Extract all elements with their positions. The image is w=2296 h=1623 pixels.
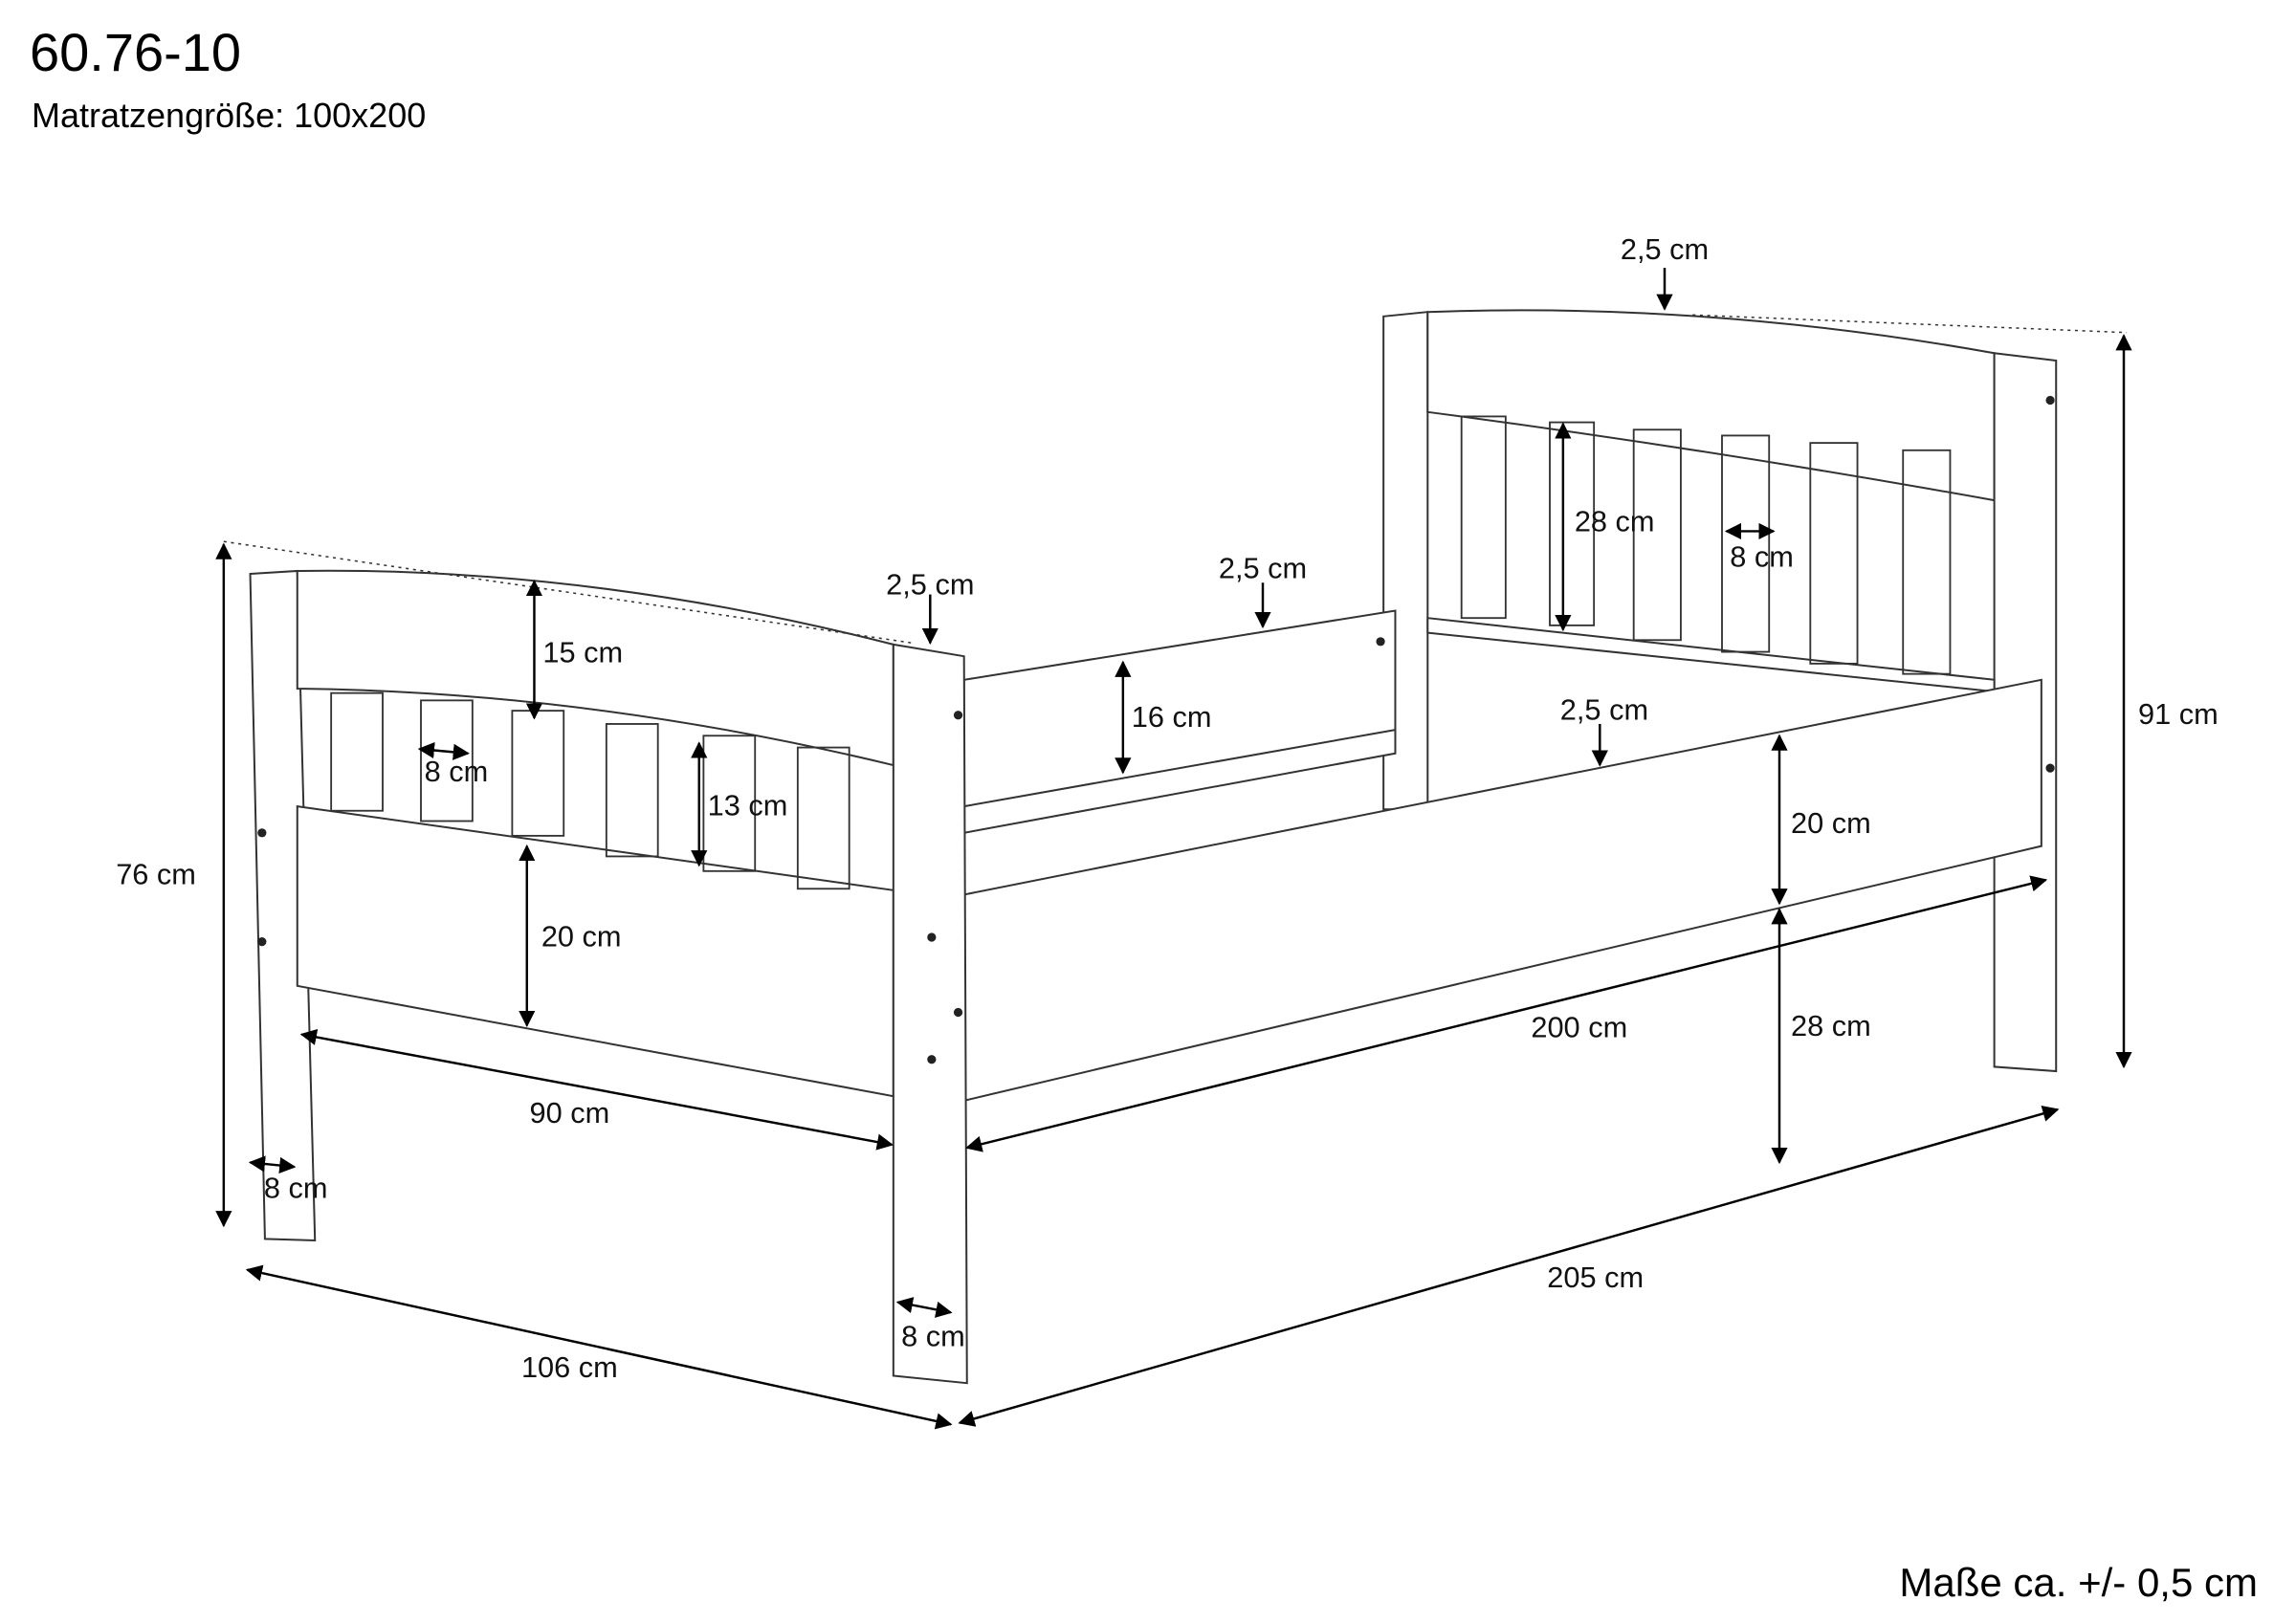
dimension-labels: 2,5 cm 2,5 cm 2,5 cm 2,5 cm 15 cm 8 cm 1… xyxy=(116,232,2219,1384)
label-post-thickness: 2,5 cm xyxy=(886,568,974,602)
label-inner-width: 90 cm xyxy=(530,1096,610,1130)
label-footboard-slat-height: 13 cm xyxy=(708,788,788,822)
label-back-rail-thickness: 2,5 cm xyxy=(1219,552,1307,585)
label-outer-width: 106 cm xyxy=(521,1350,618,1384)
tolerance-note: Maße ca. +/- 0,5 cm xyxy=(1899,1560,2258,1605)
dimension-lines xyxy=(215,268,2132,1430)
label-headboard-thickness: 2,5 cm xyxy=(1621,232,1709,266)
label-inner-length: 200 cm xyxy=(1531,1011,1627,1044)
label-front-rail-thickness: 2,5 cm xyxy=(1560,692,1648,726)
label-headboard-height: 91 cm xyxy=(2138,697,2219,731)
label-leg-width-front: 8 cm xyxy=(901,1320,965,1353)
label-clearance: 28 cm xyxy=(1791,1009,1871,1042)
label-footboard-top-panel: 15 cm xyxy=(542,635,623,669)
bed-drawing xyxy=(223,309,2128,1385)
label-back-rail-height: 16 cm xyxy=(1132,700,1212,734)
label-headboard-slat-height: 28 cm xyxy=(1575,504,1655,537)
label-leg-width-left: 8 cm xyxy=(264,1171,328,1204)
label-front-rail-height: 20 cm xyxy=(1791,806,1871,840)
model-number: 60.76-10 xyxy=(30,22,242,82)
mattress-size: Matratzengröße: 100x200 xyxy=(32,96,427,135)
label-headboard-slat-gap: 8 cm xyxy=(1730,539,1794,573)
label-footboard-height: 76 cm xyxy=(116,858,196,891)
label-footboard-lower-panel: 20 cm xyxy=(541,919,622,953)
label-footboard-slat-gap: 8 cm xyxy=(425,755,489,788)
label-outer-length: 205 cm xyxy=(1547,1261,1644,1294)
